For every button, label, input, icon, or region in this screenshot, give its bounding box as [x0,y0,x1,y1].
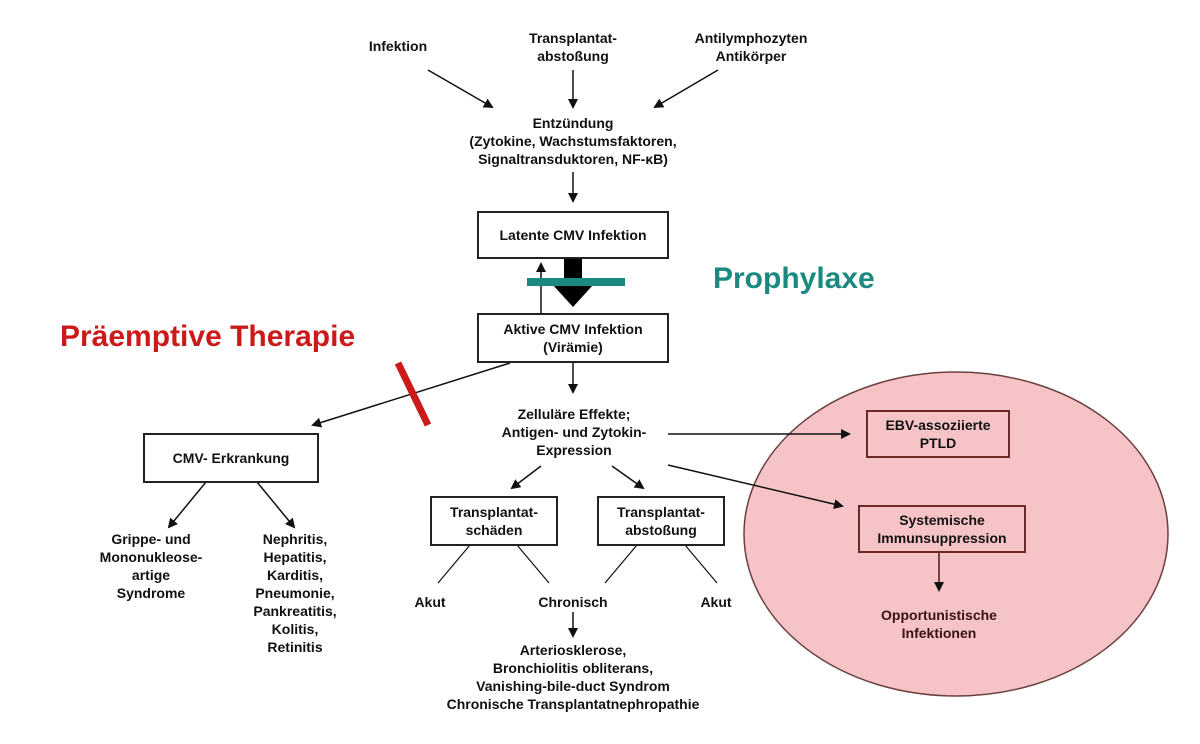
arrow-erkrankung-to-organ [256,481,296,529]
ebv-ptld-label: EBV-assoziierte PTLD [885,417,991,451]
line-schaeden-to-akut [437,544,471,584]
latente-cmv-label: Latente CMV Infektion [499,227,647,243]
immunsuppression-label: Systemische Immunsuppression [877,512,1007,546]
ebv-ptld-box: EBV-assoziierte PTLD [866,410,1010,458]
cmv-erkrankung-box: CMV- Erkrankung [143,433,319,483]
cmv-erkrankung-label: CMV- Erkrankung [172,450,290,466]
prophylaxe-block-bar [527,278,625,286]
prophylaxe-label: Prophylaxe [713,262,875,295]
line-abstossung-to-chronisch [604,544,638,584]
transplantat-abstossung-box: Transplantat- abstoßung [597,496,725,546]
arrow-infektion-to-entzuendung [427,69,494,109]
chronic-outcomes-node: Arteriosklerose, Bronchiolitis obliteran… [446,642,700,712]
arrow-antikoerper-to-entzuendung [653,69,719,109]
opportunistische-infektionen-node: Opportunistische Infektionen [881,607,997,641]
chronisch-label: Chronisch [538,594,608,610]
latente-cmv-box: Latente CMV Infektion [477,211,669,259]
line-abstossung-to-akut [684,544,718,584]
organ-manifestations-node: Nephritis, Hepatitis, Karditis, Pneumoni… [253,531,337,655]
transplantat-abstossung-label: Transplantat- abstoßung [617,504,705,538]
zellulaere-effekte-node: Zelluläre Effekte; Antigen- und Zytokin-… [501,406,647,458]
entzuendung-node: Entzündung (Zytokine, Wachstumsfaktoren,… [469,115,677,167]
immunsuppression-box: Systemische Immunsuppression [858,505,1026,553]
transplantat-schaeden-box: Transplantat- schäden [430,496,558,546]
arrow-zellulaere-to-abstossung [611,465,645,490]
praemptive-therapie-label: Präemptive Therapie [60,320,356,353]
grippe-syndrome-node: Grippe- und Mononukleose- artige Syndrom… [99,531,203,601]
arrow-zellulaere-to-immunsuppression [667,464,844,510]
aktive-cmv-box: Aktive CMV Infektion (Virämie) [477,313,669,363]
akut-right-label: Akut [700,594,732,610]
trigger-infektion: Infektion [368,38,428,54]
transplantat-schaeden-label: Transplantat- schäden [450,504,538,538]
arrow-erkrankung-to-grippe [167,481,207,529]
arrow-zellulaere-to-schaeden [510,465,542,490]
praemptive-block-bar [394,361,432,427]
line-schaeden-to-chronisch [516,544,550,584]
akut-left-label: Akut [414,594,446,610]
aktive-cmv-label: Aktive CMV Infektion (Virämie) [503,321,643,355]
trigger-antilymphozyten-antikoerper: Antilymphozyten Antikörper [694,30,808,64]
trigger-transplantat-abstossung: Transplantat- abstoßung [529,30,617,64]
